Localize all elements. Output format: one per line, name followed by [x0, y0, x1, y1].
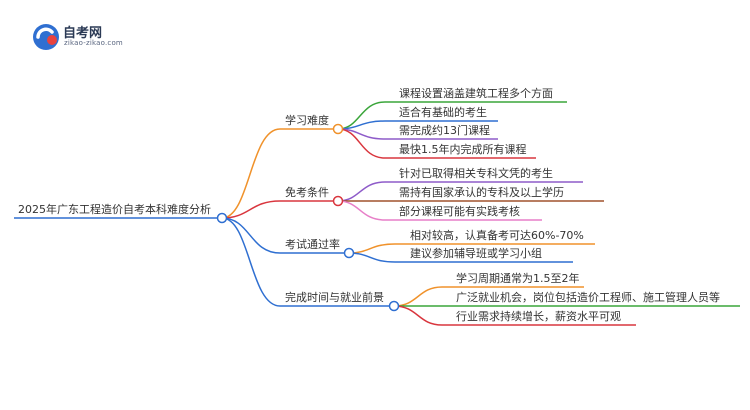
- connector-branch-1: [221, 128, 338, 219]
- branch-4-dot: [388, 300, 400, 312]
- branch-exemption-conditions: 免考条件: [285, 186, 329, 199]
- leaf-3-1: 相对较高，认真备考可达60%-70%: [410, 229, 584, 242]
- leaf-4-1: 学习周期通常为1.5至2年: [456, 272, 580, 285]
- leaf-4-3: 行业需求持续增长，薪资水平可观: [456, 310, 621, 323]
- leaf-1-1: 课程设置涵盖建筑工程多个方面: [399, 87, 553, 100]
- site-logo[interactable]: [30, 20, 150, 54]
- logo-mark-icon: [33, 24, 59, 50]
- root-node-dot: [216, 212, 228, 224]
- connector-4-3: [393, 305, 636, 326]
- leaf-1-2: 适合有基础的考生: [399, 106, 487, 119]
- branch-time-and-career: 完成时间与就业前景: [285, 291, 384, 304]
- branch-pass-rate: 考试通过率: [285, 238, 340, 251]
- connector-1-4: [337, 128, 536, 159]
- leaf-2-1: 针对已取得相关专科文凭的考生: [399, 167, 553, 180]
- leaf-1-4: 最快1.5年内完成所有课程: [399, 143, 527, 156]
- connector-3-2: [348, 252, 573, 263]
- leaf-1-3: 需完成约13门课程: [399, 124, 490, 137]
- branch-1-dot: [332, 123, 344, 135]
- logo-subtitle: zikao-zikao.com: [64, 39, 123, 47]
- connector-branch-2: [221, 200, 338, 219]
- connector-branch-3: [221, 217, 349, 254]
- connector-2-3: [337, 200, 542, 221]
- logo-title: 自考网: [63, 26, 103, 41]
- root-topic: 2025年广东工程造价自考本科难度分析: [18, 203, 211, 216]
- branch-2-dot: [332, 195, 344, 207]
- leaf-3-2: 建议参加辅导班或学习小组: [410, 247, 542, 260]
- branch-3-dot: [343, 247, 355, 259]
- connector-branch-4: [221, 217, 394, 307]
- leaf-2-3: 部分课程可能有实践考核: [399, 205, 520, 218]
- leaf-2-2: 需持有国家承认的专科及以上学历: [399, 186, 564, 199]
- branch-study-difficulty: 学习难度: [285, 114, 329, 127]
- leaf-4-2: 广泛就业机会，岗位包括造价工程师、施工管理人员等: [456, 291, 720, 304]
